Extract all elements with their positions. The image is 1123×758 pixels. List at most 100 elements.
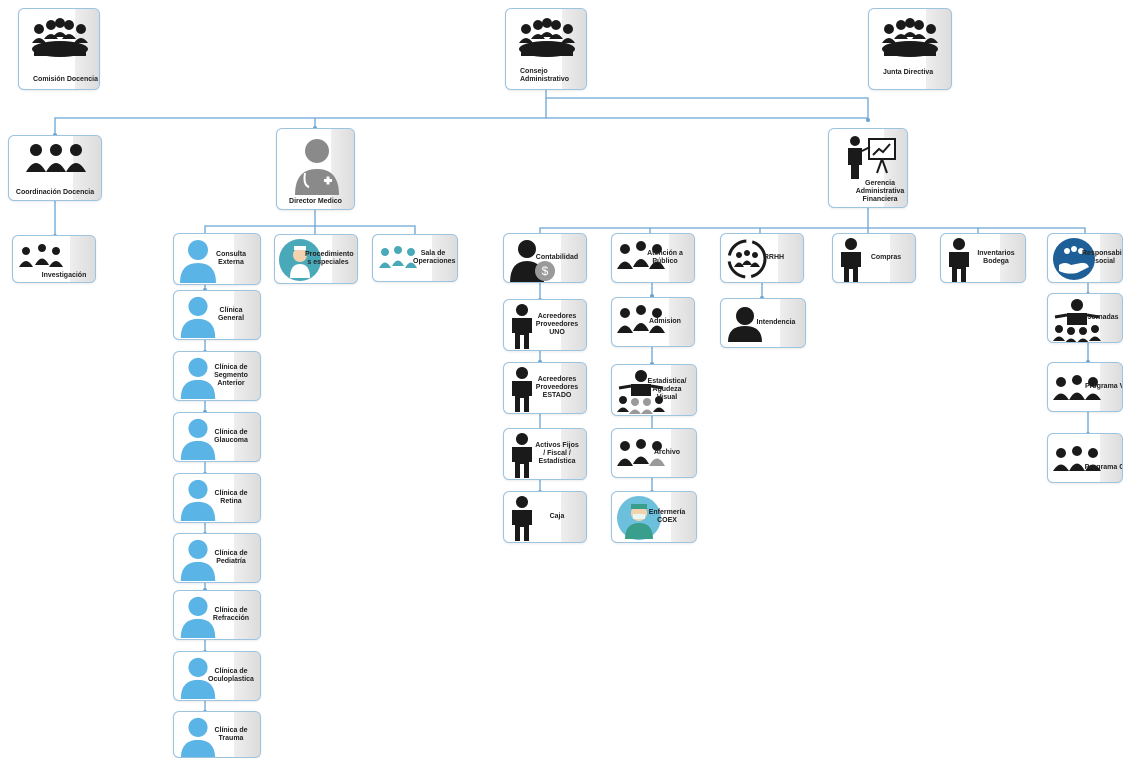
doctor-icon xyxy=(180,717,216,757)
team-icon xyxy=(1053,375,1101,400)
node-label: Responsabilidad social xyxy=(1082,250,1123,265)
node-label: Activos Fijos / Fiscal / Estadística xyxy=(535,442,579,465)
node-acreedores-uno[interactable]: Acreedores Proveedores UNO xyxy=(503,299,587,351)
node-label: Programa CB xyxy=(1084,463,1122,471)
node-junta-directiva[interactable]: Junta Directiva xyxy=(868,8,952,90)
node-label: Clínica de Retina xyxy=(214,490,248,505)
node-rrhh[interactable]: RRHH xyxy=(720,233,804,283)
doctor-icon xyxy=(180,479,216,521)
doctor-icon xyxy=(295,139,339,195)
node-label: RRHH xyxy=(763,254,785,261)
node-clinica-oculoplastica[interactable]: Clínica de Oculoplastica xyxy=(173,651,261,701)
node-label: Clínica de Oculoplastica xyxy=(208,668,254,683)
node-clinica-segmento[interactable]: Clínica de Segmento Anterior xyxy=(173,351,261,401)
node-label: Archivo xyxy=(653,449,681,456)
nurse-icon xyxy=(279,239,321,281)
doctor-icon xyxy=(180,539,216,581)
node-sala-operaciones[interactable]: Sala de Operaciones xyxy=(372,234,458,282)
node-label: Compras xyxy=(870,254,902,261)
node-label: Consejo Administrativo xyxy=(520,68,570,83)
node-comision-docencia[interactable]: Comisión Docencia xyxy=(18,8,100,90)
node-label: Acreedores Proveedores ESTADO xyxy=(535,376,579,399)
node-label: Admision xyxy=(649,318,681,325)
node-label: Investigación xyxy=(41,272,87,279)
node-label: Caja xyxy=(549,513,565,520)
node-atencion-publico[interactable]: Atención a Público xyxy=(611,233,695,283)
node-procedimientos-especiales[interactable]: Procedimiento s especiales xyxy=(274,234,358,284)
team-icon xyxy=(19,244,63,267)
node-intendencia[interactable]: Intendencia xyxy=(720,298,806,348)
node-label: Consulta Externa xyxy=(216,251,246,266)
node-label: Gerencia Administrativa Financiera xyxy=(855,180,905,203)
node-jornadas[interactable]: Jornadas xyxy=(1047,293,1123,343)
node-acreedores-estado[interactable]: Acreedores Proveedores ESTADO xyxy=(503,362,587,414)
node-contabilidad[interactable]: $ Contabilidad xyxy=(503,233,587,283)
node-programa-cb[interactable]: Programa CB xyxy=(1047,433,1123,483)
node-gerencia-administrativa[interactable]: Gerencia Administrativa Financiera xyxy=(828,128,908,208)
doctor-icon xyxy=(180,240,216,283)
node-coordinacion-docencia[interactable]: Coordinación Docencia xyxy=(8,135,102,201)
node-label: Clínica de Refracción xyxy=(212,607,250,622)
node-label: Contabilidad xyxy=(535,254,579,261)
node-clinica-refraccion[interactable]: Clínica de Refracción xyxy=(173,590,261,640)
presenter-chart-icon xyxy=(848,136,896,179)
node-consulta-externa[interactable]: Consulta Externa xyxy=(173,233,261,285)
node-archivo[interactable]: Archivo xyxy=(611,428,697,478)
meeting-table-icon xyxy=(32,18,88,57)
businessman-icon xyxy=(512,367,532,412)
node-label: Inventarios Bodega xyxy=(977,250,1015,265)
node-clinica-pediatria[interactable]: Clínica de Pediatría xyxy=(173,533,261,583)
node-compras[interactable]: Compras xyxy=(832,233,916,283)
node-label: Junta Directiva xyxy=(883,69,934,76)
node-director-medico[interactable]: Director Medico xyxy=(276,128,355,210)
node-consejo-administrativo[interactable]: Consejo Administrativo xyxy=(505,8,587,90)
surgeons-icon xyxy=(617,496,661,540)
node-label: Programa VE xyxy=(1085,383,1122,390)
node-clinica-trauma[interactable]: Clínica de Trauma xyxy=(173,711,261,758)
node-clinica-general[interactable]: Clínica General xyxy=(173,290,261,340)
doctor-icon xyxy=(180,657,216,699)
node-clinica-retina[interactable]: Clínica de Retina xyxy=(173,473,261,523)
node-label: Enfermería COEX xyxy=(648,509,686,524)
svg-text:$: $ xyxy=(542,264,549,278)
presenter-chart-icon xyxy=(617,370,665,414)
node-label: Atención a Público xyxy=(647,250,683,265)
doctor-icon xyxy=(180,296,216,338)
team-icon xyxy=(1053,446,1101,471)
node-clinica-glaucoma[interactable]: Clínica de Glaucoma xyxy=(173,412,261,462)
node-label: Coordinación Docencia xyxy=(15,189,95,196)
node-responsabilidad-social[interactable]: Responsabilidad social xyxy=(1047,233,1123,283)
node-label: Clínica de Glaucoma xyxy=(214,429,248,444)
businessman-icon xyxy=(512,433,532,478)
node-estadistica[interactable]: Estadistica/ Agudeza Visual xyxy=(611,364,697,416)
node-label: Intendencia xyxy=(756,319,796,326)
node-activos-fijos[interactable]: Activos Fijos / Fiscal / Estadística xyxy=(503,428,587,480)
doctor-icon xyxy=(180,357,216,399)
meeting-table-icon xyxy=(519,18,575,57)
node-label: Procedimiento s especiales xyxy=(305,251,354,266)
node-inventarios-bodega[interactable]: Inventarios Bodega xyxy=(940,233,1026,283)
surgeons-icon xyxy=(379,246,417,268)
doctor-icon xyxy=(180,596,216,638)
businessman-icon xyxy=(841,238,861,282)
team-icon xyxy=(617,439,665,466)
businessman-icon xyxy=(512,304,532,349)
node-label: Clínica de Trauma xyxy=(214,726,248,742)
node-programa-ve[interactable]: Programa VE xyxy=(1047,362,1123,412)
presenter-chart-icon xyxy=(1053,299,1101,342)
person-icon xyxy=(728,307,762,342)
node-admision[interactable]: Admision xyxy=(611,297,695,347)
meeting-table-icon xyxy=(882,18,938,57)
money-person-icon: $ xyxy=(510,240,555,282)
node-enfermeria-coex[interactable]: Enfermería COEX xyxy=(611,491,697,543)
people-cycle-icon xyxy=(727,239,767,279)
node-label: Comisión Docencia xyxy=(33,76,98,83)
team-icon xyxy=(26,144,86,172)
team-icon xyxy=(617,305,665,333)
node-caja[interactable]: Caja xyxy=(503,491,587,543)
node-investigacion[interactable]: Investigación xyxy=(12,235,96,283)
hand-people-icon xyxy=(1053,238,1095,280)
node-label: Jornadas xyxy=(1087,314,1119,321)
node-label: Clínica de Pediatría xyxy=(214,550,248,565)
node-label: Director Medico xyxy=(289,198,342,205)
